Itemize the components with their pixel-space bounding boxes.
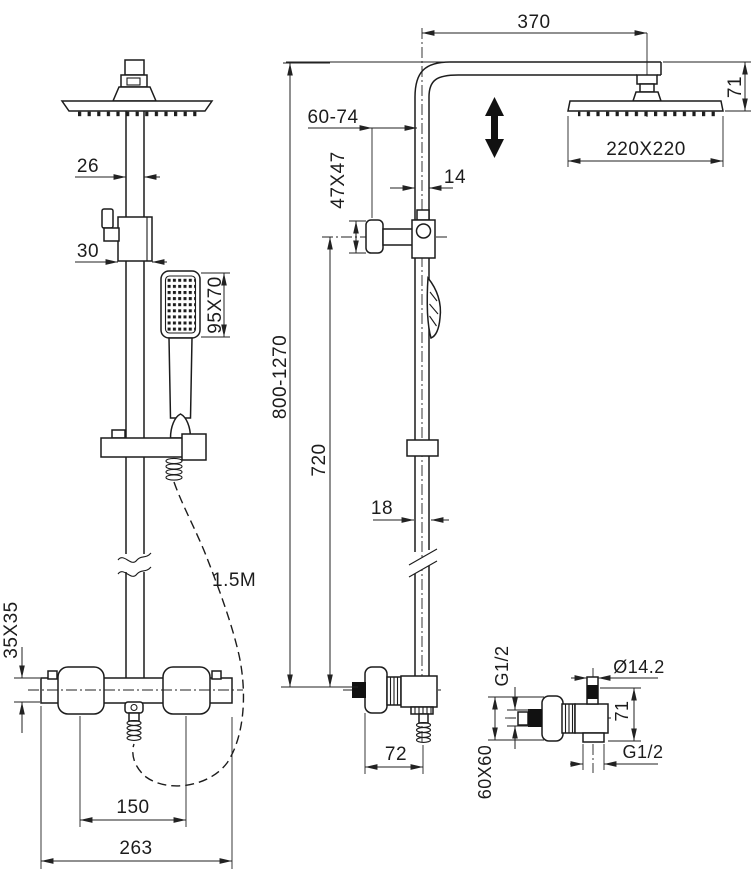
hose-guide-block [406,439,439,457]
dim-label-71-detail: 71 [612,700,632,721]
valve-body-side [400,675,438,708]
dim-label-800-1270: 800-1270 [270,335,291,419]
dim-label-60-74: 60-74 [307,107,358,128]
valve-handle-right [162,666,211,715]
dimension-72: 72 [364,713,424,774]
dimension-g12-bottom: G1/2 [570,742,663,770]
nozzle-row-side [578,111,718,117]
handset-inlet-cone [169,413,192,439]
thermostatic-valve-side [352,666,438,743]
dimension-26: 26 [75,156,160,180]
dimension-30: 30 [75,241,167,265]
dim-label-72: 72 [385,744,407,765]
overhead-shower-front [60,59,214,117]
handset-hook [426,276,442,340]
shower-hose [132,481,245,787]
diverter-handle [101,208,114,229]
elbow-flange [541,695,564,742]
riser-pipe-upper [125,111,145,218]
hose-spring-top [165,457,183,481]
dimension-g12-top: G1/2 [492,645,530,749]
dimension-370: 370 [422,12,648,70]
dimension-720: 720 [309,237,333,687]
dim-label-220x220: 220X220 [606,139,686,160]
wall-bracket-knob [365,219,384,254]
slider-body [411,219,436,259]
hose-outlet-nut [124,701,144,714]
dim-label-g12-bottom: G1/2 [622,742,663,762]
nozzle-row [76,111,202,117]
dim-label-720: 720 [309,443,330,476]
shower-head-plate [60,100,214,112]
elbow-inlet-nut [528,709,542,727]
dimension-800-1270: 800-1270 [270,62,358,688]
inlet-nut [352,682,366,698]
handset-handle [168,337,193,419]
overhead-shower-side [567,74,724,117]
valve-handle-left [57,666,105,715]
elbow-top-stem [587,685,598,699]
dim-label-370: 370 [517,12,550,33]
slider-pivot [415,223,432,239]
dim-label-26: 26 [77,156,99,177]
dimension-18: 18 [371,498,449,523]
dim-label-95x70: 95X70 [205,276,226,333]
dimension-60x60: 60X60 [475,696,544,800]
hose-spring-bottom [126,720,142,741]
dim-label-30: 30 [77,241,99,262]
dim-label-60x60: 60X60 [475,745,495,800]
riser-pipe-lower [125,261,145,678]
dimension-14: 14 [390,167,466,191]
dim-label-14: 14 [444,167,466,188]
outlet-elbow-body [517,676,609,743]
front-view: 26 30 95X70 1.5M 35X35 150 [1,59,256,869]
outlet-spring [415,722,432,743]
hand-shower [160,270,201,439]
wall-bracket [365,209,436,259]
handset-holder [181,433,207,461]
dimension-220x220: 220X220 [567,116,724,167]
elbow-bottom-outlet [582,732,605,743]
dimension-35x35: 35X35 [1,601,40,733]
thermostatic-valve-front [28,666,243,741]
diverter-front [101,208,153,262]
dimension-71-head: 71 [663,61,751,112]
up-down-arrow-icon [485,97,504,158]
dimension-263: 263 [40,706,233,869]
outlet-elbow-detail: G1/2 60X60 Ø14.2 71 G1/2 [475,645,665,800]
handset-spray-face [167,278,195,333]
dimension-47x47: 47X47 [328,151,366,254]
dimension-71-detail: 71 [600,687,641,742]
wall-flange [364,666,388,714]
shower-head-plate-side [567,100,724,112]
slide-bracket [100,429,207,481]
dim-label-150: 150 [116,797,149,818]
hose-length-label: 1.5M [212,570,256,591]
dim-label-47x47: 47X47 [328,151,349,208]
dimension-60-74: 60-74 [307,107,417,218]
side-view: 370 71 220X220 60-74 47X47 [270,12,751,774]
elbow-main-body [574,703,609,734]
pipe-break-side [408,548,438,578]
dim-label-35x35: 35X35 [1,601,22,658]
pipe-break-front [117,552,152,577]
dim-label-263: 263 [119,838,152,859]
dim-label-g12-top: G1/2 [492,645,512,686]
dimension-diameter: Ø14.2 [571,657,665,681]
dimension-95x70: 95X70 [201,272,230,338]
dimension-150: 150 [79,716,187,827]
dim-label-18: 18 [371,498,393,519]
dim-label-71-head: 71 [725,76,746,98]
dim-label-diameter: Ø14.2 [613,657,665,677]
